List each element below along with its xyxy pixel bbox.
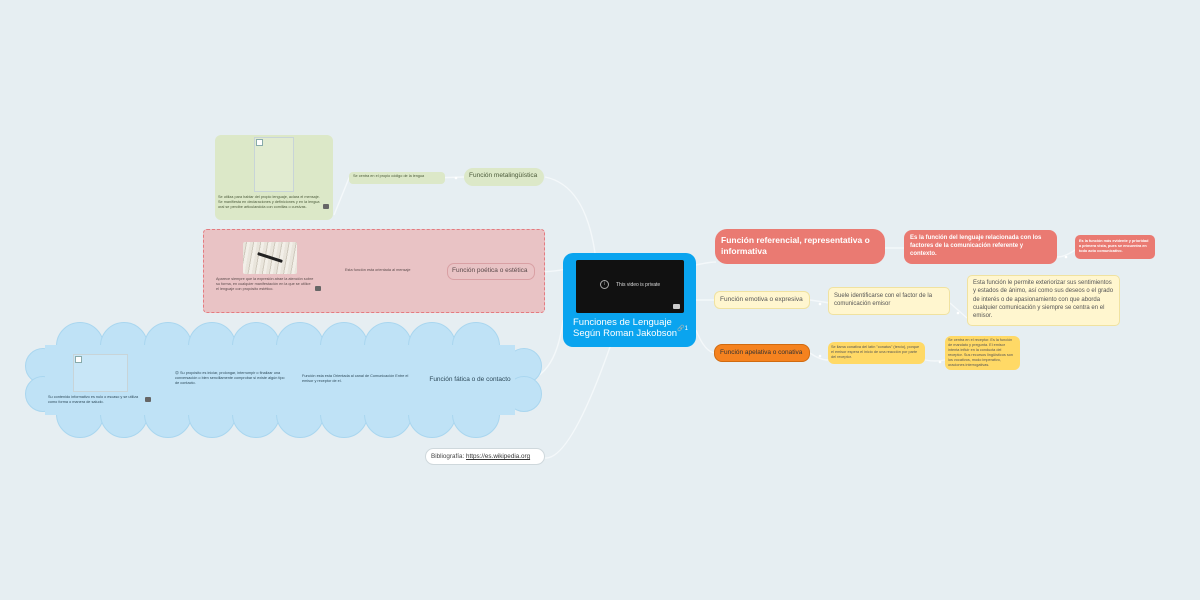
video-message: This video is private bbox=[616, 282, 661, 288]
topic-referencial-label: Función referencial, representativa o in… bbox=[721, 235, 870, 256]
topic-emotiva-label: Función emotiva o expresiva bbox=[720, 296, 803, 303]
metalinguistica-card-text: Se utiliza para hablar del propio lengua… bbox=[218, 195, 320, 209]
bibliografia-link[interactable]: https://es.wikipedia.org bbox=[466, 453, 531, 460]
poetica-card-text: Aparece siempre que la expresión atrae l… bbox=[216, 277, 314, 291]
attachment-icon[interactable] bbox=[145, 397, 151, 402]
newspaper-pen-photo bbox=[243, 242, 297, 274]
bibliografia-node[interactable]: Bibliografía: https://es.wikipedia.org bbox=[425, 448, 545, 465]
topic-referencial[interactable]: Función referencial, representativa o in… bbox=[715, 229, 885, 264]
topic-fatica[interactable]: Función fática o de contacto bbox=[420, 374, 520, 388]
topic-apelativa[interactable]: Función apelativa o conativa bbox=[714, 344, 810, 362]
emotiva-subdetail-text: Esta función le permite exteriorizar sus… bbox=[973, 280, 1114, 320]
topic-emotiva[interactable]: Función emotiva o expresiva bbox=[714, 291, 810, 309]
apelativa-detail-text: Se llama conativa del latín "conatus" (t… bbox=[831, 345, 920, 359]
apelativa-detail[interactable]: Se llama conativa del latín "conatus" (t… bbox=[828, 342, 925, 364]
image-placeholder bbox=[73, 354, 128, 392]
link-count[interactable]: 🔗1 bbox=[677, 326, 688, 332]
attachment-icon[interactable] bbox=[323, 204, 329, 209]
topic-fatica-label: Función fática o de contacto bbox=[429, 376, 511, 383]
topic-poetica[interactable]: Función poética o estética bbox=[447, 263, 535, 280]
topic-poetica-label: Función poética o estética bbox=[452, 267, 528, 274]
topic-metalinguistica-label: Función metalingüística bbox=[469, 172, 538, 179]
poetica-card[interactable]: Aparece siempre que la expresión atrae l… bbox=[213, 240, 323, 306]
image-placeholder bbox=[254, 137, 294, 192]
video-embed[interactable]: i This video is private bbox=[576, 260, 684, 313]
link-icon: 🔗 bbox=[677, 326, 685, 332]
referencial-subdetail-text: Es la función más evidente y prioridad a… bbox=[1079, 239, 1149, 253]
attachment-icon[interactable] bbox=[315, 286, 321, 291]
poetica-detail[interactable]: Esta función esta orientada al mensaje bbox=[342, 267, 438, 278]
emotiva-subdetail[interactable]: Esta función le permite exteriorizar sus… bbox=[967, 275, 1120, 326]
fatica-card[interactable]: Su contenido informativo es nulo o escas… bbox=[45, 350, 155, 408]
fatica-card-text: Su contenido informativo es nulo o escas… bbox=[48, 395, 139, 404]
youtube-icon bbox=[673, 304, 680, 309]
referencial-detail-text: Es la función del lenguaje relacionada c… bbox=[910, 235, 1042, 257]
emotiva-detail[interactable]: Suele identificarse con el factor de la … bbox=[828, 287, 950, 315]
fatica-subdetail[interactable]: 😊 Su propósito es iniciar, prolongar, in… bbox=[175, 371, 288, 389]
bibliografia-label: Bibliografía: bbox=[431, 453, 465, 460]
poetica-detail-text: Esta función esta orientada al mensaje bbox=[345, 268, 411, 272]
broken-image-icon bbox=[75, 356, 82, 363]
apelativa-subdetail-text: Se centra en el receptor. Es la función … bbox=[948, 338, 1013, 367]
fatica-subdetail-text: 😊 Su propósito es iniciar, prolongar, in… bbox=[175, 371, 285, 385]
info-icon: i bbox=[600, 280, 609, 289]
referencial-detail[interactable]: Es la función del lenguaje relacionada c… bbox=[904, 230, 1057, 264]
central-topic-title: Funciones de Lenguaje Según Roman Jakobs… bbox=[573, 317, 678, 339]
topic-metalinguistica[interactable]: Función metalingüística bbox=[464, 168, 544, 186]
broken-image-icon bbox=[256, 139, 263, 146]
pen-shape bbox=[257, 252, 283, 263]
metalinguistica-card[interactable]: Se utiliza para hablar del propio lengua… bbox=[215, 135, 333, 220]
central-topic[interactable]: i This video is private Funciones de Len… bbox=[563, 253, 696, 347]
fatica-detail[interactable]: Función esta esta Orientada al canal de … bbox=[302, 374, 412, 388]
topic-apelativa-label: Función apelativa o conativa bbox=[720, 349, 803, 356]
fatica-detail-text: Función esta esta Orientada al canal de … bbox=[302, 374, 409, 383]
referencial-subdetail[interactable]: Es la función más evidente y prioridad a… bbox=[1075, 235, 1155, 259]
metalinguistica-detail-text: Se centra en el propio código de la leng… bbox=[353, 174, 425, 178]
cloud-body bbox=[45, 345, 515, 415]
metalinguistica-detail[interactable]: Se centra en el propio código de la leng… bbox=[349, 172, 445, 184]
apelativa-subdetail[interactable]: Se centra en el receptor. Es la función … bbox=[945, 336, 1020, 370]
emotiva-detail-text: Suele identificarse con el factor de la … bbox=[834, 293, 933, 307]
